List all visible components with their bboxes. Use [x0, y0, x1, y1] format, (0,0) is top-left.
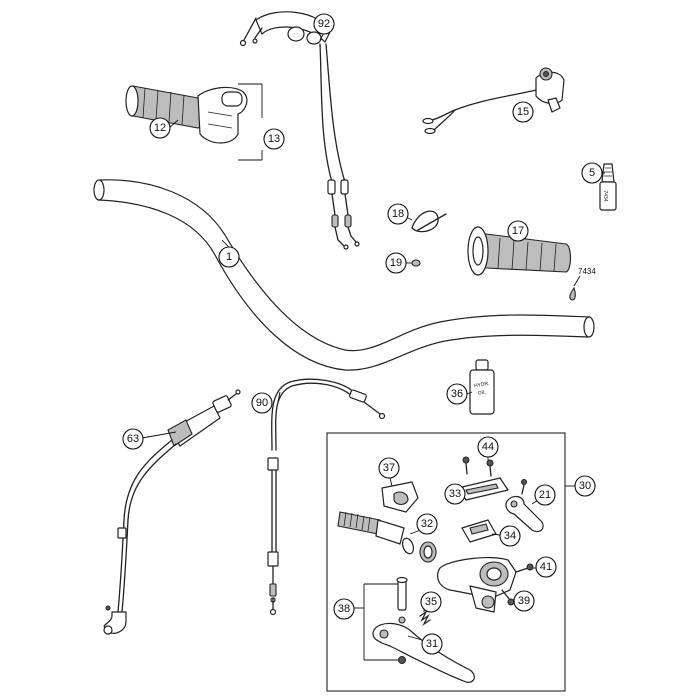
- handlebar: [93, 179, 595, 371]
- svg-text:33: 33: [449, 488, 461, 500]
- reservoir-cover: [457, 477, 509, 501]
- callout-17: 17: [507, 220, 529, 242]
- callout-21: 21: [534, 484, 556, 506]
- callout-12: 12: [149, 117, 171, 139]
- right-grip: [467, 226, 572, 276]
- svg-text:17: 17: [512, 225, 524, 237]
- kill-switch: [422, 67, 565, 135]
- svg-text:34: 34: [504, 530, 516, 542]
- oil-label-line1: HYDR.: [474, 381, 490, 390]
- svg-text:92: 92: [318, 18, 330, 30]
- callout-44: 44: [477, 436, 499, 458]
- clutch-cable: [267, 378, 386, 616]
- callout-63: 63: [122, 428, 144, 450]
- handlebar-clamp: [381, 481, 419, 513]
- callout-32: 32: [416, 513, 438, 535]
- pivot-pin: [396, 576, 408, 664]
- svg-text:5: 5: [589, 167, 595, 179]
- callout-38: 38: [333, 598, 355, 620]
- svg-text:41: 41: [540, 561, 552, 573]
- callout-15: 15: [512, 101, 534, 123]
- callout-37: 37: [378, 457, 400, 479]
- diaphragm: [461, 519, 497, 543]
- callout-31: 31: [421, 633, 443, 655]
- tube-label: 7434: [602, 190, 608, 201]
- svg-text:37: 37: [383, 462, 395, 474]
- callout-1: 1: [218, 246, 240, 268]
- svg-text:38: 38: [338, 603, 350, 615]
- return-spring: [419, 610, 431, 626]
- adhesive-tube: 7434: [599, 163, 617, 211]
- callout-36: 36: [446, 383, 468, 405]
- brake-lever: [372, 622, 475, 683]
- callout-39: 39: [513, 590, 535, 612]
- small-nut: [411, 259, 421, 267]
- svg-text:19: 19: [390, 257, 402, 269]
- callout-35: 35: [420, 591, 442, 613]
- svg-text:32: 32: [421, 518, 433, 530]
- oil-label-line2: OIL: [477, 389, 486, 396]
- cap-screws: [462, 456, 494, 477]
- callout-90: 90: [251, 392, 273, 414]
- callout-34: 34: [499, 525, 521, 547]
- hot-start-cable: [103, 389, 241, 635]
- lever-adjuster: [505, 479, 544, 533]
- svg-text:12: 12: [154, 122, 166, 134]
- throttle-housing: [197, 83, 263, 161]
- loctite-drop: 7434: [569, 267, 596, 301]
- callout-19: 19: [385, 252, 407, 274]
- callout-5: 5: [581, 162, 603, 184]
- cable-tie: [411, 210, 447, 233]
- master-cylinder-frame: [326, 432, 566, 692]
- oil-bottle: HYDR. OIL: [469, 359, 495, 415]
- svg-text:15: 15: [517, 106, 529, 118]
- svg-text:35: 35: [425, 596, 437, 608]
- callout-13: 13: [263, 128, 285, 150]
- svg-text:39: 39: [518, 595, 530, 607]
- svg-text:13: 13: [268, 133, 280, 145]
- callout-41: 41: [535, 556, 557, 578]
- callout-30: 30: [574, 475, 596, 497]
- throttle-cables: [239, 11, 360, 250]
- pivot-bolt: [501, 589, 515, 606]
- master-cylinder-group: [326, 432, 575, 692]
- adjuster-screw: [515, 563, 534, 573]
- svg-text:31: 31: [426, 638, 438, 650]
- svg-text:44: 44: [482, 441, 494, 453]
- master-cylinder-body: [437, 557, 517, 613]
- callout-92: 92: [313, 13, 335, 35]
- svg-text:36: 36: [451, 388, 463, 400]
- throttle-grip: [125, 85, 205, 129]
- callout-33: 33: [444, 483, 466, 505]
- svg-text:90: 90: [256, 397, 268, 409]
- svg-text:21: 21: [539, 489, 551, 501]
- loctite-code-label: 7434: [578, 267, 596, 276]
- svg-text:63: 63: [127, 433, 139, 445]
- piston-kit: [337, 511, 437, 563]
- svg-text:18: 18: [392, 208, 404, 220]
- svg-text:1: 1: [226, 251, 232, 263]
- callout-18: 18: [387, 203, 409, 225]
- svg-text:30: 30: [579, 480, 591, 492]
